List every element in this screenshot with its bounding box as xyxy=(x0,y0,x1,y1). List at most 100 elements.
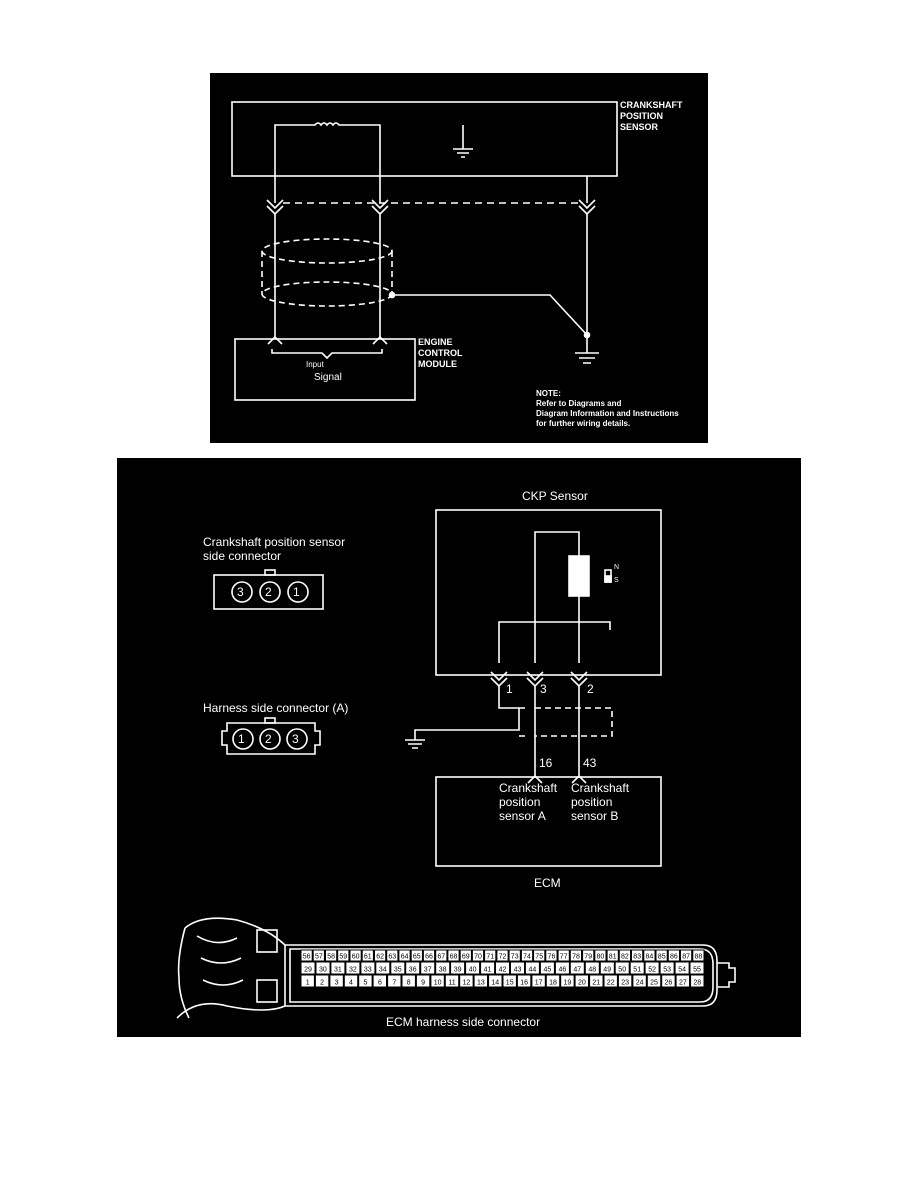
ecm-pin-number: 20 xyxy=(578,980,586,987)
ecm-pin-number: 81 xyxy=(609,954,617,961)
sensor-pin-label: 3 xyxy=(540,682,547,696)
ecm-pin-cell xyxy=(661,974,676,988)
ecm-pin-cell xyxy=(560,974,575,988)
sensor-connector-pin: 2 xyxy=(265,585,272,599)
ecm-pin-number: 32 xyxy=(349,967,357,974)
ecm-pin-number: 88 xyxy=(695,954,703,961)
ecm-pin-number: 72 xyxy=(499,954,507,961)
ecm-box xyxy=(234,338,416,401)
ecm-pin-cell xyxy=(659,961,675,975)
ecm-pin-cell xyxy=(312,949,325,962)
ecm-pin-number: 85 xyxy=(658,954,666,961)
ecm-pin-cell xyxy=(629,961,645,975)
ecm-pin-cell xyxy=(386,949,399,962)
ecm-pin-cell xyxy=(502,974,517,988)
ecm-sensor-a-text: Crankshaft position sensor A xyxy=(499,781,558,823)
ecm-pin-cell xyxy=(574,974,590,988)
ecm-pin-cell xyxy=(582,949,595,962)
ecm-pin-cell xyxy=(603,974,618,988)
ecm-pin-number: 80 xyxy=(597,954,605,961)
ecm-pin-cell xyxy=(496,949,509,962)
ecm-pin-cell xyxy=(410,949,423,962)
ecm-pin-number: 67 xyxy=(437,954,445,961)
ecm-pin-number: 50 xyxy=(618,967,626,974)
ecm-pin-cell xyxy=(361,949,374,962)
ecm-pin-number: 71 xyxy=(486,954,494,961)
ecm-pin-cell xyxy=(314,974,330,988)
sensor-connector-chevron xyxy=(570,671,588,688)
ecm-sensor-b-text: Crankshaft position sensor B xyxy=(571,781,630,823)
ecm-pin-number: 18 xyxy=(549,980,557,987)
ecm-pin-number: 24 xyxy=(636,980,644,987)
ecm-pin-number: 9 xyxy=(421,980,425,987)
chassis-ground-icon xyxy=(575,335,599,364)
ecm-pin-cell xyxy=(480,961,496,975)
ecm-pin-cell xyxy=(447,949,460,962)
ecm-pin-cell xyxy=(300,961,316,975)
ecm-pin-number: 28 xyxy=(693,980,701,987)
magnet-s-label: S xyxy=(614,577,619,584)
ecm-pin-cell xyxy=(337,949,350,962)
ecm-pin-number: 75 xyxy=(535,954,543,961)
input-bracket xyxy=(271,349,383,360)
ecm-pin-number: 11 xyxy=(448,980,455,987)
ecm-pin-cell xyxy=(594,949,607,962)
ecm-pin-number: 34 xyxy=(379,967,387,974)
ecm-pin-cell xyxy=(488,974,503,988)
ecm-box xyxy=(435,776,662,867)
ecm-pin-cell xyxy=(401,974,416,988)
ecm-pin-number: 10 xyxy=(434,980,442,987)
ecm-pin-number: 62 xyxy=(376,954,384,961)
ecm-pin-cell xyxy=(465,961,481,975)
ecm-pin-number: 68 xyxy=(450,954,458,961)
ecm-pin-number: 27 xyxy=(679,980,687,987)
ecm-pin-label: 16 xyxy=(539,756,553,770)
ecm-pin-cell xyxy=(422,949,436,962)
ecm-pin-cell xyxy=(471,949,485,962)
ecm-pin-number: 8 xyxy=(407,980,411,987)
ecm-pin-number: 4 xyxy=(349,980,353,987)
harness-side-connector xyxy=(221,717,321,755)
ecm-pin-number: 3 xyxy=(335,980,339,987)
ecm-pin-cell xyxy=(459,949,472,962)
ecm-pin-number: 1 xyxy=(306,980,310,987)
ecm-label: ENGINE CONTROL MODULE xyxy=(418,337,463,369)
ecm-pin-number: 69 xyxy=(462,954,470,961)
ecm-pin-number: 17 xyxy=(535,980,543,987)
ecm-pin-number: 38 xyxy=(439,967,447,974)
ecm-pin-number: 13 xyxy=(477,980,485,987)
ecm-pin-cell xyxy=(531,974,546,988)
ecm-pin-cell xyxy=(524,961,540,975)
ecm-pin-number: 83 xyxy=(633,954,641,961)
ecm-pin-cell xyxy=(569,949,582,962)
ecm-pin-cell xyxy=(387,974,402,988)
ecm-pin-number: 53 xyxy=(663,967,671,974)
ecm-pin-cell xyxy=(520,949,534,962)
ecm-pin-cell xyxy=(345,961,361,975)
harness-connector-pin: 1 xyxy=(238,732,245,746)
ecm-pin-cell xyxy=(372,974,388,988)
ecm-pin-number: 30 xyxy=(319,967,327,974)
ecm-pin-cell xyxy=(415,974,431,988)
ecm-pin-cell xyxy=(667,949,680,962)
ecm-pin-cell xyxy=(689,961,705,975)
ecm-pin-number: 43 xyxy=(514,967,522,974)
ecm-harness-connector xyxy=(176,917,736,1019)
ecm-pin-cell xyxy=(315,961,331,975)
sensor-connector-pin: 1 xyxy=(293,585,300,599)
harness-connector-label: Harness side connector (A) xyxy=(203,701,349,715)
signal-label: Signal xyxy=(314,372,342,383)
ecm-pin-cell xyxy=(435,949,448,962)
ecm-pin-number: 47 xyxy=(573,967,581,974)
ecm-pin-number: 58 xyxy=(327,954,335,961)
ecm-pin-number: 12 xyxy=(463,980,471,987)
ecm-pin-number: 31 xyxy=(334,967,342,974)
ecm-pin-number: 39 xyxy=(454,967,462,974)
ecm-pin-number: 19 xyxy=(564,980,572,987)
ecm-pin-cell xyxy=(545,974,561,988)
crankshaft-wiring-lines xyxy=(231,101,618,401)
ecm-pin-cell xyxy=(510,961,525,975)
ecm-pin-cell xyxy=(680,949,693,962)
